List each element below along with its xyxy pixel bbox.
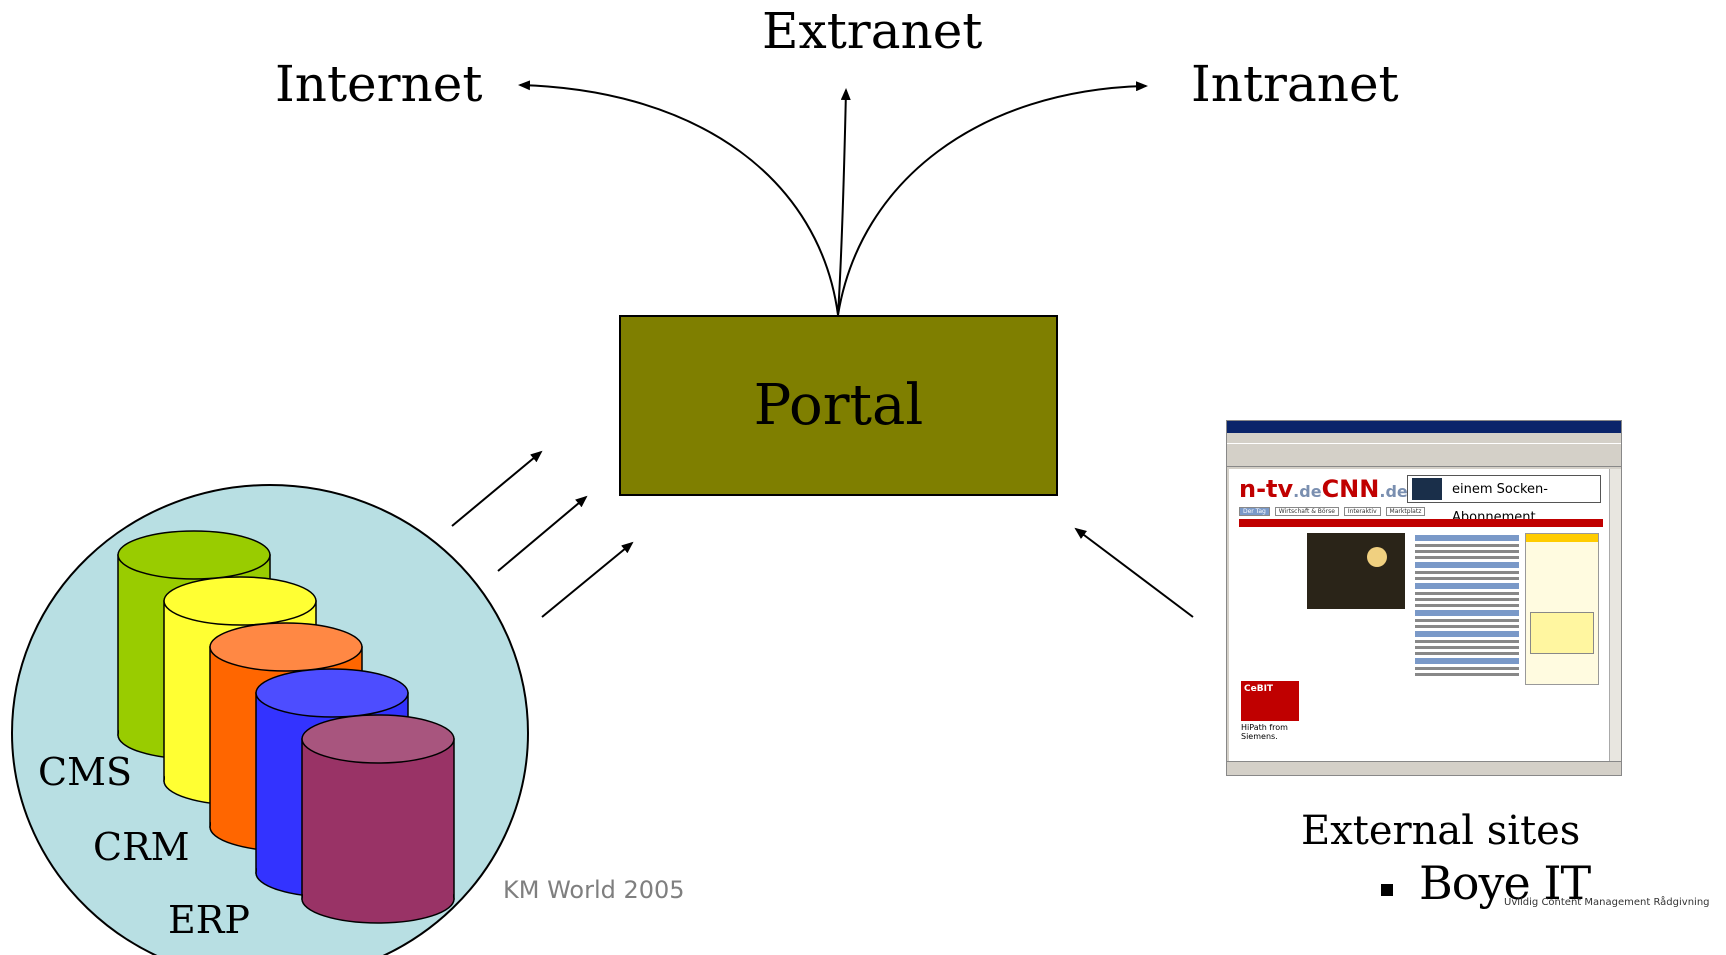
browser-menubar: [1227, 433, 1621, 443]
cms-label: CMS: [38, 750, 133, 794]
portal-box: Portal: [619, 315, 1058, 496]
site-ad-banner: einem Socken-Abonnement.: [1407, 475, 1601, 525]
internet-label: Internet: [275, 55, 483, 113]
site-navbar: Der Tag Wirtschaft & Börse Interaktiv Ma…: [1239, 507, 1603, 517]
bullet-square: [1381, 884, 1393, 896]
arrow-external: [1074, 527, 1194, 618]
extranet-label: Extranet: [762, 2, 983, 60]
browser-titlebar: [1227, 421, 1621, 433]
tab-der-tag: Der Tag: [1239, 507, 1270, 516]
crm-label: CRM: [93, 825, 190, 869]
arrow-to-intranet: [837, 81, 1148, 316]
intranet-label: Intranet: [1191, 55, 1399, 113]
ad-logo-icon: [1412, 478, 1442, 500]
arrow-db-2: [497, 495, 588, 572]
site-brand: n-tv.deCNN.de: [1239, 475, 1408, 503]
site-market-chart: [1530, 612, 1594, 654]
portal-label: Portal: [753, 373, 924, 438]
erp-label: ERP: [168, 898, 250, 942]
tab-wirtschaft: Wirtschaft & Börse: [1274, 507, 1339, 516]
site-news-photo: [1307, 533, 1405, 609]
browser-statusbar: [1227, 761, 1621, 775]
external-site-screenshot: n-tv.deCNN.de einem Socken-Abonnement. D…: [1226, 420, 1622, 776]
footer-event: KM World 2005: [503, 876, 685, 904]
boye-tagline: Uvildig Content Management Rådgivning: [1504, 897, 1710, 908]
cylinder-purple: [301, 714, 455, 924]
arrow-db-3: [541, 541, 634, 618]
photo-flare: [1367, 547, 1387, 567]
arrow-to-internet: [518, 80, 839, 316]
browser-scrollbar: [1609, 469, 1621, 761]
site-market-box: [1525, 533, 1599, 685]
boye-logo: Boye IT: [1419, 856, 1591, 910]
site-headline-bar: [1239, 519, 1603, 527]
site-news-column: [1415, 533, 1519, 751]
tab-marktplatz: Marktplatz: [1385, 507, 1426, 516]
browser-toolbar: [1227, 443, 1621, 467]
browser-content: n-tv.deCNN.de einem Socken-Abonnement. D…: [1229, 469, 1609, 761]
arrow-db-1: [451, 450, 543, 527]
tab-interaktiv: Interaktiv: [1343, 507, 1381, 516]
arrow-to-extranet: [837, 88, 851, 316]
external-sites-label: External sites: [1301, 808, 1581, 854]
site-siemens-ad: HiPath from Siemens.: [1241, 723, 1288, 741]
site-left-nav: [1241, 531, 1299, 701]
site-cebit-ad: CeBIT: [1241, 681, 1299, 721]
